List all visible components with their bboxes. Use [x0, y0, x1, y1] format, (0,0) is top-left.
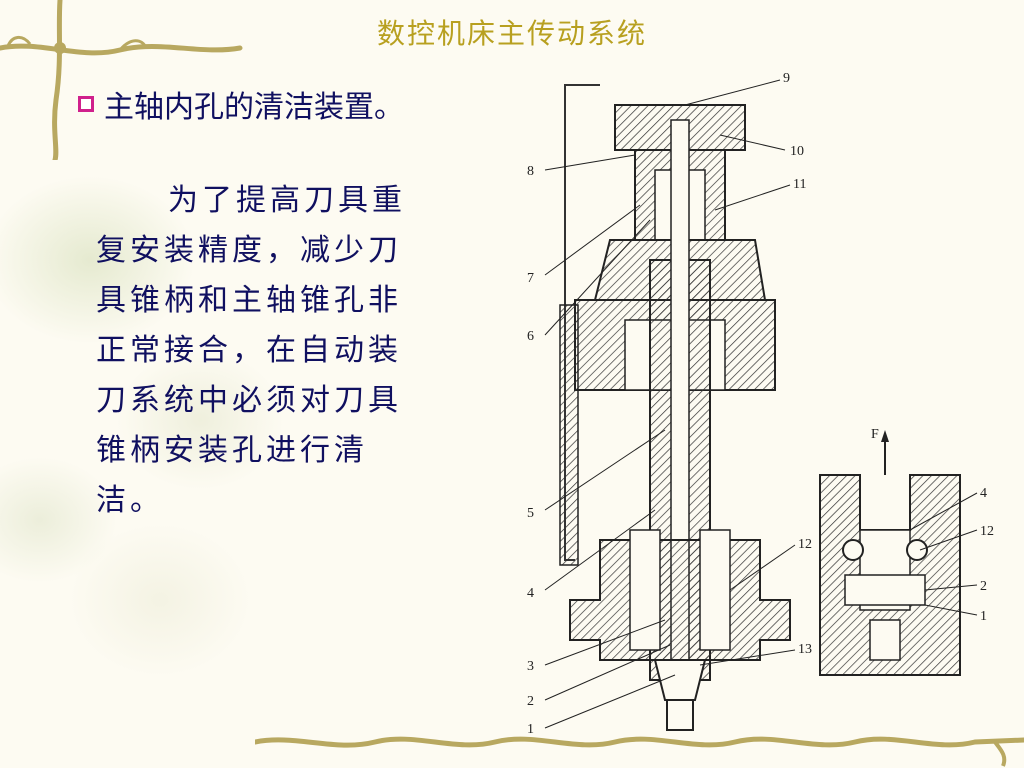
label-8: 8: [527, 164, 534, 179]
corner-vine-decoration: [0, 0, 243, 160]
slide-title: 数控机床主传动系统: [376, 17, 647, 50]
label-1: 1: [527, 722, 534, 737]
bullet-item: 主轴内孔的清洁装置。: [78, 82, 404, 126]
inset-label-4: 4: [980, 486, 987, 501]
paragraph-first-line: 为了提高刀具: [168, 183, 372, 218]
label-4: 4: [527, 586, 534, 601]
body-paragraph: 为了提高刀具重复安装精度，减少刀具锥柄和主轴锥孔非正常接合，在自动装刀系统中必须…: [96, 176, 426, 526]
label-12: 12: [798, 537, 812, 552]
bottom-vine-decoration: [255, 736, 1024, 767]
label-10: 10: [790, 144, 804, 159]
inset-label-1: 1: [980, 609, 987, 624]
label-5: 5: [527, 506, 534, 521]
square-bullet-icon: [78, 96, 94, 112]
inset-label-f: F: [871, 427, 879, 442]
label-7: 7: [527, 271, 534, 286]
label-11: 11: [793, 177, 806, 192]
bullet-text: 主轴内孔的清洁装置。: [104, 90, 404, 125]
inset-label-12: 12: [980, 524, 994, 539]
inset-label-2: 2: [980, 579, 987, 594]
label-9: 9: [783, 71, 790, 86]
paragraph-rest: 重复安装精度，减少刀具锥柄和主轴锥孔非正常接合，在自动装刀系统中必须对刀具锥柄安…: [96, 183, 406, 518]
label-13: 13: [798, 642, 812, 657]
spindle-cross-section-diagram: 8 7 6 5 4 3 2 1 9 10 11 12 13 F 4 12 2 1: [527, 71, 994, 737]
label-6: 6: [527, 329, 534, 344]
label-3: 3: [527, 659, 534, 674]
inset-detail: F 4 12 2 1: [819, 427, 994, 676]
label-2: 2: [527, 694, 534, 709]
